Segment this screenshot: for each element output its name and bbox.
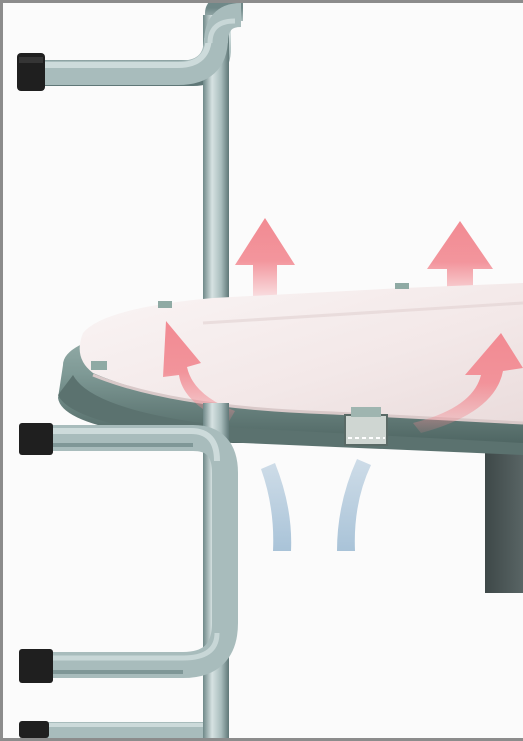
clip (395, 283, 409, 289)
rubber-cap-icon (19, 649, 53, 683)
clip (91, 361, 107, 370)
clip (158, 301, 172, 308)
rubber-cap-icon (19, 423, 53, 455)
rubber-cap-icon (19, 721, 49, 738)
heater-stand-illustration (3, 3, 523, 738)
front-clip (345, 407, 387, 445)
bottom-tube (33, 725, 203, 731)
rubber-cap-icon (17, 53, 45, 91)
